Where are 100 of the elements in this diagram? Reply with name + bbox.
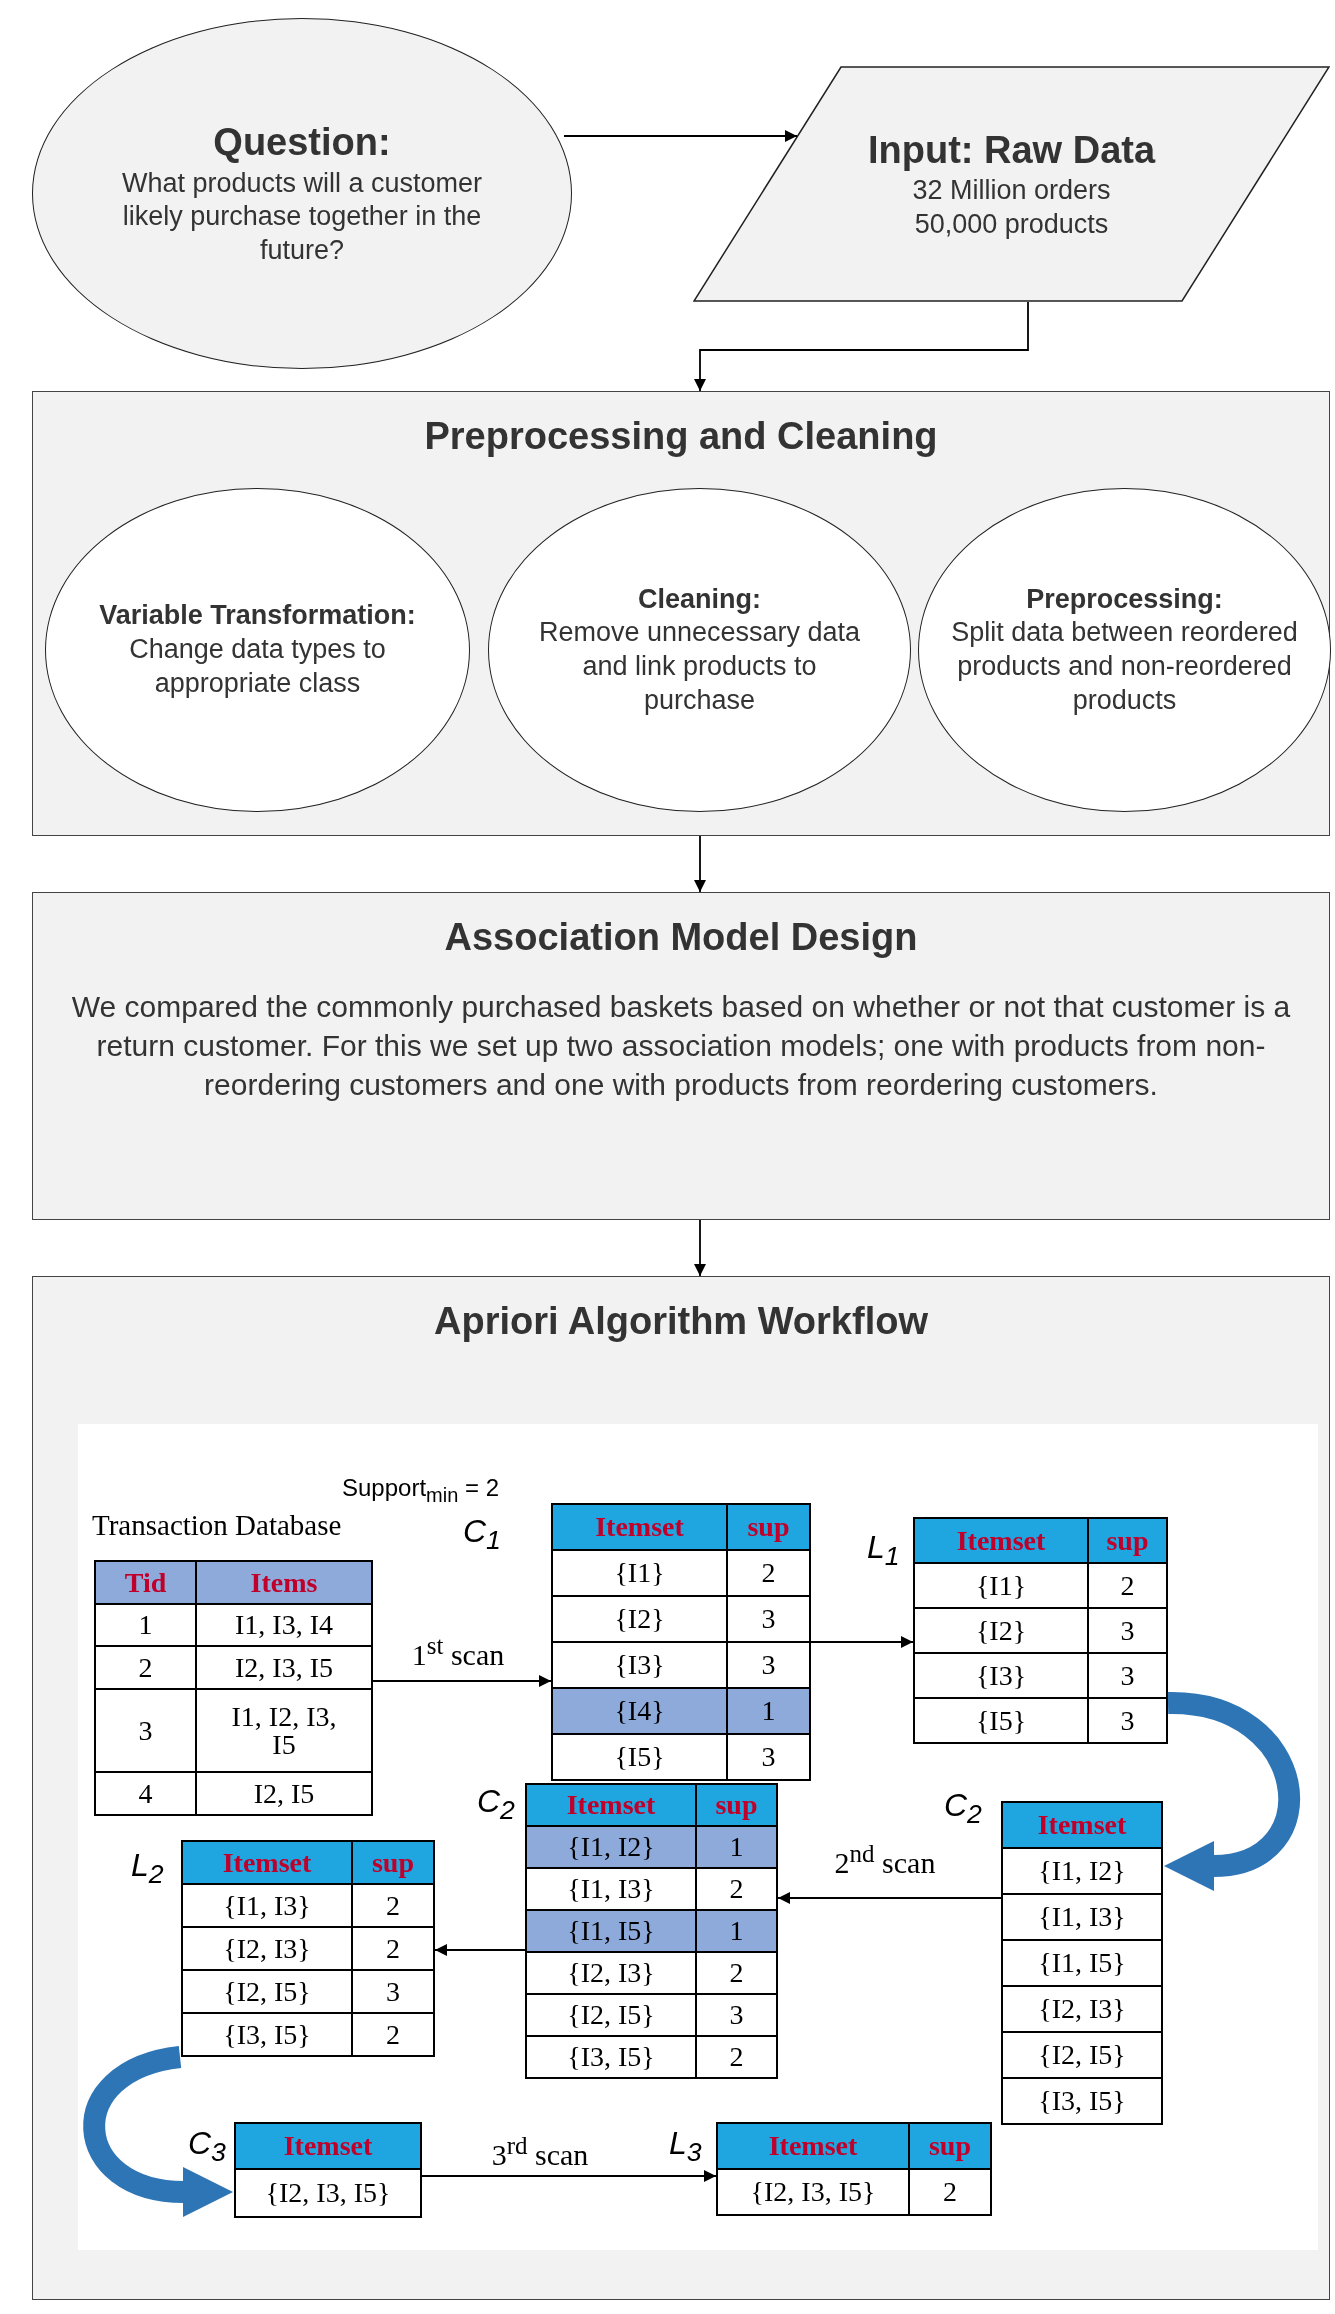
table-cell: 3 bbox=[728, 1735, 809, 1779]
table-cell: I2, I5 bbox=[197, 1773, 371, 1814]
arrow bbox=[434, 1944, 526, 1956]
table-cell: {I1, I5} bbox=[1003, 1941, 1161, 1985]
table-cell: 3 bbox=[1089, 1654, 1166, 1697]
table-cell: {I3, I5} bbox=[1003, 2079, 1161, 2123]
table-cell: 3 bbox=[353, 1971, 433, 2012]
table-cell: I2, I3, I5 bbox=[197, 1647, 371, 1688]
table-cell: {I3} bbox=[553, 1643, 726, 1687]
table-header-cell: Itemset bbox=[915, 1519, 1087, 1562]
table-cell: {I3, I5} bbox=[183, 2014, 351, 2055]
table-cell: 3 bbox=[1089, 1699, 1166, 1742]
table-cell: 2 bbox=[697, 1869, 776, 1909]
table-cell: {I2, I5} bbox=[183, 1971, 351, 2012]
arrow bbox=[421, 2170, 717, 2182]
node-text: Change data types to appropriate class bbox=[128, 633, 387, 700]
table-cell: {I1, I3} bbox=[527, 1869, 695, 1909]
table-header-cell: sup bbox=[728, 1505, 809, 1549]
table-header-cell: Itemset bbox=[553, 1505, 726, 1549]
table-cell: {I3, I5} bbox=[527, 2037, 695, 2077]
node-heading: Preprocessing: bbox=[1025, 582, 1224, 616]
table-cell: 2 bbox=[353, 2014, 433, 2055]
data-table bbox=[234, 2122, 422, 2218]
data-table bbox=[1001, 1801, 1163, 2125]
data-table bbox=[716, 2122, 992, 2216]
table-header-cell: Itemset bbox=[1003, 1803, 1161, 1847]
table-cell: {I1, I2} bbox=[527, 1827, 695, 1867]
table-cell: 3 bbox=[96, 1690, 195, 1771]
table-header-cell: sup bbox=[697, 1785, 776, 1825]
node-text: We compared the commonly purchased baskets based on whether or not that customer is a return customer. For this we set up two association models; one with products from non-reordering customers and one with products from reordering customers. bbox=[70, 988, 1292, 1103]
support-note: Support$_{min}$ = 2 bbox=[342, 1474, 499, 1507]
data-table bbox=[94, 1560, 373, 1816]
table-cell: 2 bbox=[697, 2037, 776, 2077]
table-header-cell: sup bbox=[353, 1842, 433, 1883]
table-header-cell: sup bbox=[910, 2124, 990, 2168]
table-cell: {I2, I5} bbox=[527, 1995, 695, 2035]
table-caption: L$_{2}$ bbox=[131, 1847, 164, 1891]
table-cell: {I2, I3} bbox=[527, 1953, 695, 1993]
curved-arrow bbox=[1164, 1692, 1300, 1891]
arrow bbox=[563, 130, 798, 142]
node-heading: Input: Raw Data bbox=[867, 127, 1156, 173]
table-cell: 1 bbox=[96, 1605, 195, 1645]
table-cell: {I1, I3} bbox=[183, 1885, 351, 1926]
data-table bbox=[525, 1783, 778, 2079]
table-cell: {I2, I5} bbox=[1003, 2033, 1161, 2077]
node-heading: Association Model Design bbox=[444, 915, 918, 960]
table-cell: {I2, I3, I5} bbox=[236, 2170, 420, 2216]
table-header-cell: Itemset bbox=[527, 1785, 695, 1825]
node-text: Remove unnecessary data and link products to purchase bbox=[537, 616, 862, 717]
table-caption: C$_{2}$ bbox=[944, 1787, 982, 1831]
section-panel bbox=[32, 391, 1330, 836]
table-cell: 1 bbox=[697, 1911, 776, 1951]
section-panel bbox=[32, 1276, 1330, 2300]
table-cell: 3 bbox=[697, 1995, 776, 2035]
arrow bbox=[694, 835, 706, 893]
table-cell: {I2} bbox=[553, 1597, 726, 1641]
node-text: Split data between reordered products and non-reordered products bbox=[950, 616, 1299, 717]
table-cell: I1, I3, I4 bbox=[197, 1605, 371, 1645]
node-heading: Variable Transformation: bbox=[98, 599, 417, 633]
table-cell: {I4} bbox=[553, 1689, 726, 1733]
table-cell: 1 bbox=[728, 1689, 809, 1733]
table-caption: L$_{3}$ bbox=[669, 2125, 702, 2169]
table-caption: L$_{1}$ bbox=[867, 1529, 900, 1573]
section-panel bbox=[32, 892, 1330, 1220]
node-text: What products will a customer likely purchase together in the future? bbox=[120, 166, 484, 268]
data-parallelogram bbox=[693, 66, 1330, 302]
node-heading: Preprocessing and Cleaning bbox=[424, 414, 938, 459]
table-cell: 2 bbox=[1089, 1564, 1166, 1607]
table-cell: {I1, I5} bbox=[527, 1911, 695, 1951]
node-heading: Cleaning: bbox=[637, 582, 762, 616]
table-cell: 3 bbox=[1089, 1609, 1166, 1652]
table-cell: {I1} bbox=[553, 1551, 726, 1595]
table-cell: {I1, I2} bbox=[1003, 1849, 1161, 1893]
table-cell: {I2, I3, I5} bbox=[718, 2170, 908, 2214]
table-cell: 2 bbox=[910, 2170, 990, 2214]
node-heading: Question: bbox=[212, 120, 392, 166]
data-table bbox=[551, 1503, 811, 1781]
table-header-cell: Itemset bbox=[183, 1842, 351, 1883]
table-cell: 4 bbox=[96, 1773, 195, 1814]
table-cell: 2 bbox=[353, 1885, 433, 1926]
table-cell: 2 bbox=[697, 1953, 776, 1993]
table-cell: {I5} bbox=[553, 1735, 726, 1779]
table-header-cell: Itemset bbox=[718, 2124, 908, 2168]
table-caption: C$_{2}$ bbox=[477, 1783, 515, 1827]
table-caption: Transaction Database bbox=[92, 1509, 342, 1542]
table-cell: 3 bbox=[728, 1597, 809, 1641]
table-caption: C$_{3}$ bbox=[188, 2125, 226, 2169]
table-caption: C$_{1}$ bbox=[463, 1513, 501, 1557]
table-cell: {I5} bbox=[915, 1699, 1087, 1742]
table-cell: I1, I2, I3, I5 bbox=[197, 1690, 371, 1771]
data-table bbox=[913, 1517, 1168, 1744]
table-cell: 2 bbox=[728, 1551, 809, 1595]
table-cell: {I2} bbox=[915, 1609, 1087, 1652]
arrow bbox=[777, 1892, 1002, 1904]
table-cell: 1 bbox=[697, 1827, 776, 1867]
table-cell: 2 bbox=[353, 1928, 433, 1969]
table-header-cell: sup bbox=[1089, 1519, 1166, 1562]
arrow bbox=[694, 1219, 706, 1277]
table-cell: 2 bbox=[96, 1647, 195, 1688]
data-table bbox=[181, 1840, 435, 2057]
